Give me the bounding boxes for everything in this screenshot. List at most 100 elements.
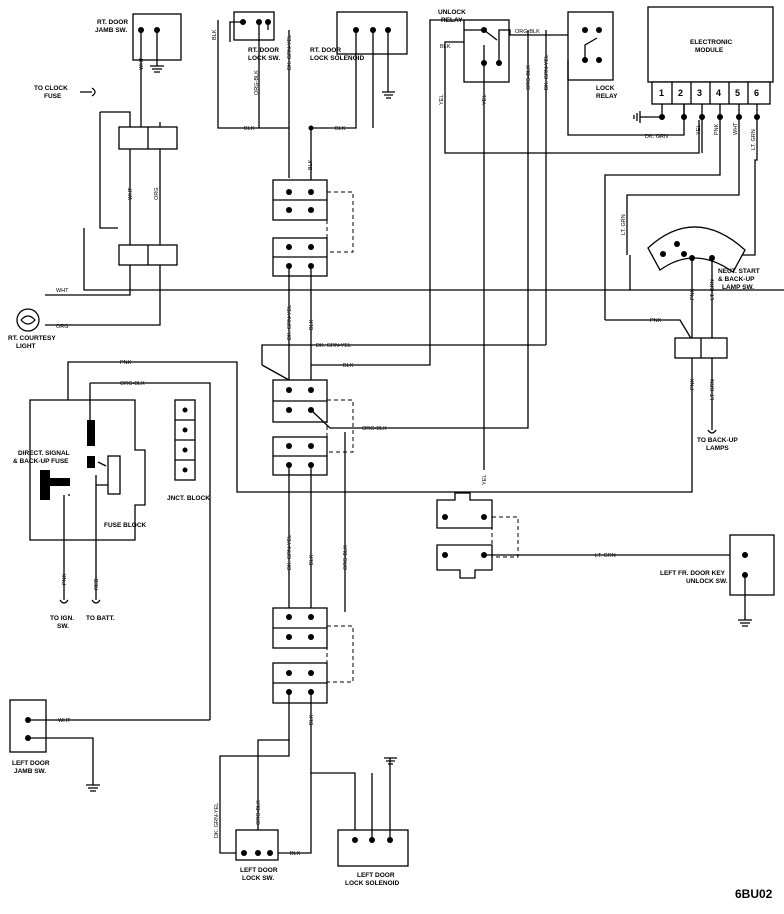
svg-text:BLK: BLK (343, 363, 354, 369)
svg-text:5: 5 (735, 88, 740, 98)
svg-text:FUSE: FUSE (44, 93, 62, 100)
svg-text:JAMB SW.: JAMB SW. (14, 768, 46, 775)
left-door-lock-switch: LEFT DOOR LOCK SW. (235, 829, 279, 882)
svg-text:MODULE: MODULE (695, 47, 724, 54)
svg-text:BLK: BLK (212, 29, 218, 40)
svg-text:JAMB SW.: JAMB SW. (95, 27, 127, 34)
svg-text:2: 2 (678, 88, 683, 98)
rt-door-jamb-switch: RT. DOOR JAMB SW. (95, 13, 182, 73)
rt-door-lock-solenoid: RT. DOOR LOCK SOLENOID (310, 11, 408, 62)
svg-text:& BACK-UP FUSE: & BACK-UP FUSE (13, 458, 69, 465)
svg-text:LOCK SW.: LOCK SW. (242, 875, 274, 882)
svg-text:RELAY: RELAY (441, 17, 463, 24)
svg-text:6: 6 (754, 88, 759, 98)
svg-text:LT. GRN: LT. GRN (621, 214, 627, 235)
svg-text:WHT: WHT (128, 187, 134, 200)
svg-text:ORG-BLK: ORG-BLK (362, 426, 387, 432)
svg-text:RT. DOOR: RT. DOOR (310, 47, 341, 54)
svg-text:RED: RED (94, 578, 100, 590)
svg-text:LEFT DOOR: LEFT DOOR (240, 867, 278, 874)
svg-text:LEFT DOOR: LEFT DOOR (12, 760, 50, 767)
connector-c5 (272, 379, 354, 453)
connector-c6 (272, 436, 328, 476)
electronic-module: 1 2 3 4 5 6 ELECTRONIC MODULE (647, 6, 774, 105)
svg-text:PNK: PNK (714, 123, 720, 135)
svg-text:JNCT. BLOCK: JNCT. BLOCK (167, 495, 210, 502)
connector-c10 (436, 492, 519, 558)
svg-text:LOCK SW.: LOCK SW. (248, 55, 280, 62)
connector-c7 (272, 607, 354, 683)
to-clock-fuse-label: TO CLOCK (34, 85, 68, 92)
svg-text:DK. GRN-YEL: DK. GRN-YEL (214, 803, 220, 838)
svg-text:WHT: WHT (139, 57, 145, 70)
connector-c4 (272, 237, 328, 277)
svg-text:BLK: BLK (309, 714, 315, 725)
svg-text:LAMP SW.: LAMP SW. (722, 284, 754, 291)
lock-relay: LOCK RELAY (567, 11, 618, 100)
svg-text:YEL: YEL (439, 95, 445, 105)
svg-text:UNLOCK: UNLOCK (438, 9, 466, 16)
svg-text:LT. GRN: LT. GRN (751, 129, 757, 150)
svg-text:ORG-BLK: ORG-BLK (256, 800, 262, 825)
svg-text:LOCK SOLENOID: LOCK SOLENOID (345, 880, 399, 887)
svg-text:WHT: WHT (733, 122, 739, 135)
fuse-block: FUSE BLOCK (29, 399, 147, 541)
svg-text:RT. DOOR: RT. DOOR (248, 47, 279, 54)
svg-text:ORG-BLK: ORG-BLK (254, 70, 260, 95)
svg-text:PNK: PNK (690, 288, 696, 300)
svg-text:BLK: BLK (308, 159, 314, 170)
svg-text:YEL: YEL (696, 125, 702, 135)
svg-text:YEL: YEL (482, 95, 488, 105)
svg-text:PNK: PNK (650, 318, 662, 324)
svg-text:DIRECT. SIGNAL: DIRECT. SIGNAL (18, 450, 70, 457)
svg-text:PNK: PNK (690, 378, 696, 390)
svg-text:ORG: ORG (154, 187, 160, 200)
svg-text:4: 4 (716, 88, 721, 98)
svg-text:TO BATT.: TO BATT. (86, 615, 115, 622)
svg-text:DK. GRN-YEL: DK. GRN-YEL (316, 343, 351, 349)
svg-text:ELECTRONIC: ELECTRONIC (690, 39, 733, 46)
svg-text:DK. GRN-YEL: DK. GRN-YEL (544, 55, 550, 90)
svg-text:FUSE BLOCK: FUSE BLOCK (104, 522, 147, 529)
svg-text:DK. GRN-YEL: DK. GRN-YEL (287, 535, 293, 570)
svg-text:WHT: WHT (56, 288, 69, 294)
neut-start-backup-lamp-switch: NEUT. START & BACK-UP LAMP SW. (647, 226, 760, 291)
left-door-lock-solenoid: LEFT DOOR LOCK SOLENOID (337, 829, 409, 887)
rt-door-jamb-sw-label: RT. DOOR (97, 19, 128, 26)
svg-text:DK. GRN-YEL: DK. GRN-YEL (287, 35, 293, 70)
connector-c11 (436, 544, 493, 579)
svg-text:LOCK SOLENOID: LOCK SOLENOID (310, 55, 364, 62)
left-door-jamb-switch: LEFT DOOR JAMB SW. (9, 699, 50, 775)
svg-text:UNLOCK SW.: UNLOCK SW. (686, 578, 728, 585)
svg-text:LAMPS: LAMPS (706, 445, 729, 452)
svg-text:BLK: BLK (309, 319, 315, 330)
svg-text:LT. GRN: LT. GRN (710, 279, 716, 300)
svg-text:SW.: SW. (57, 623, 69, 630)
junction-block: JNCT. BLOCK (167, 399, 210, 502)
svg-text:LEFT DOOR: LEFT DOOR (357, 872, 395, 879)
svg-text:ORG-BLK: ORG-BLK (120, 381, 145, 387)
svg-text:RT. COURTESY: RT. COURTESY (8, 335, 56, 342)
svg-text:BLK: BLK (335, 126, 346, 132)
svg-text:LEFT FR. DOOR KEY: LEFT FR. DOOR KEY (660, 570, 726, 577)
svg-text:3: 3 (697, 88, 702, 98)
connector-c3 (272, 179, 354, 253)
svg-text:DK. GRN: DK. GRN (645, 134, 668, 140)
svg-text:LOCK: LOCK (596, 85, 615, 92)
svg-text:& BACK-UP: & BACK-UP (718, 276, 755, 283)
svg-text:RELAY: RELAY (596, 93, 618, 100)
svg-text:ORG: ORG (56, 324, 69, 330)
svg-text:WHT: WHT (58, 718, 71, 724)
svg-text:DK. GRN-YEL: DK. GRN-YEL (287, 305, 293, 340)
svg-text:TO IGN.: TO IGN. (50, 615, 74, 622)
rt-courtesy-light: RT. COURTESY LIGHT (8, 308, 56, 350)
rt-door-lock-switch: RT. DOOR LOCK SW. (229, 11, 280, 62)
svg-text:ORG-BLK: ORG-BLK (526, 65, 532, 90)
svg-text:LT. GRN: LT. GRN (710, 379, 716, 400)
left-fr-door-key-unlock-switch: LEFT FR. DOOR KEY UNLOCK SW. (660, 534, 775, 596)
svg-text:BLK: BLK (309, 554, 315, 565)
connector-c8 (272, 662, 328, 704)
svg-text:LT. GRN: LT. GRN (595, 553, 616, 559)
